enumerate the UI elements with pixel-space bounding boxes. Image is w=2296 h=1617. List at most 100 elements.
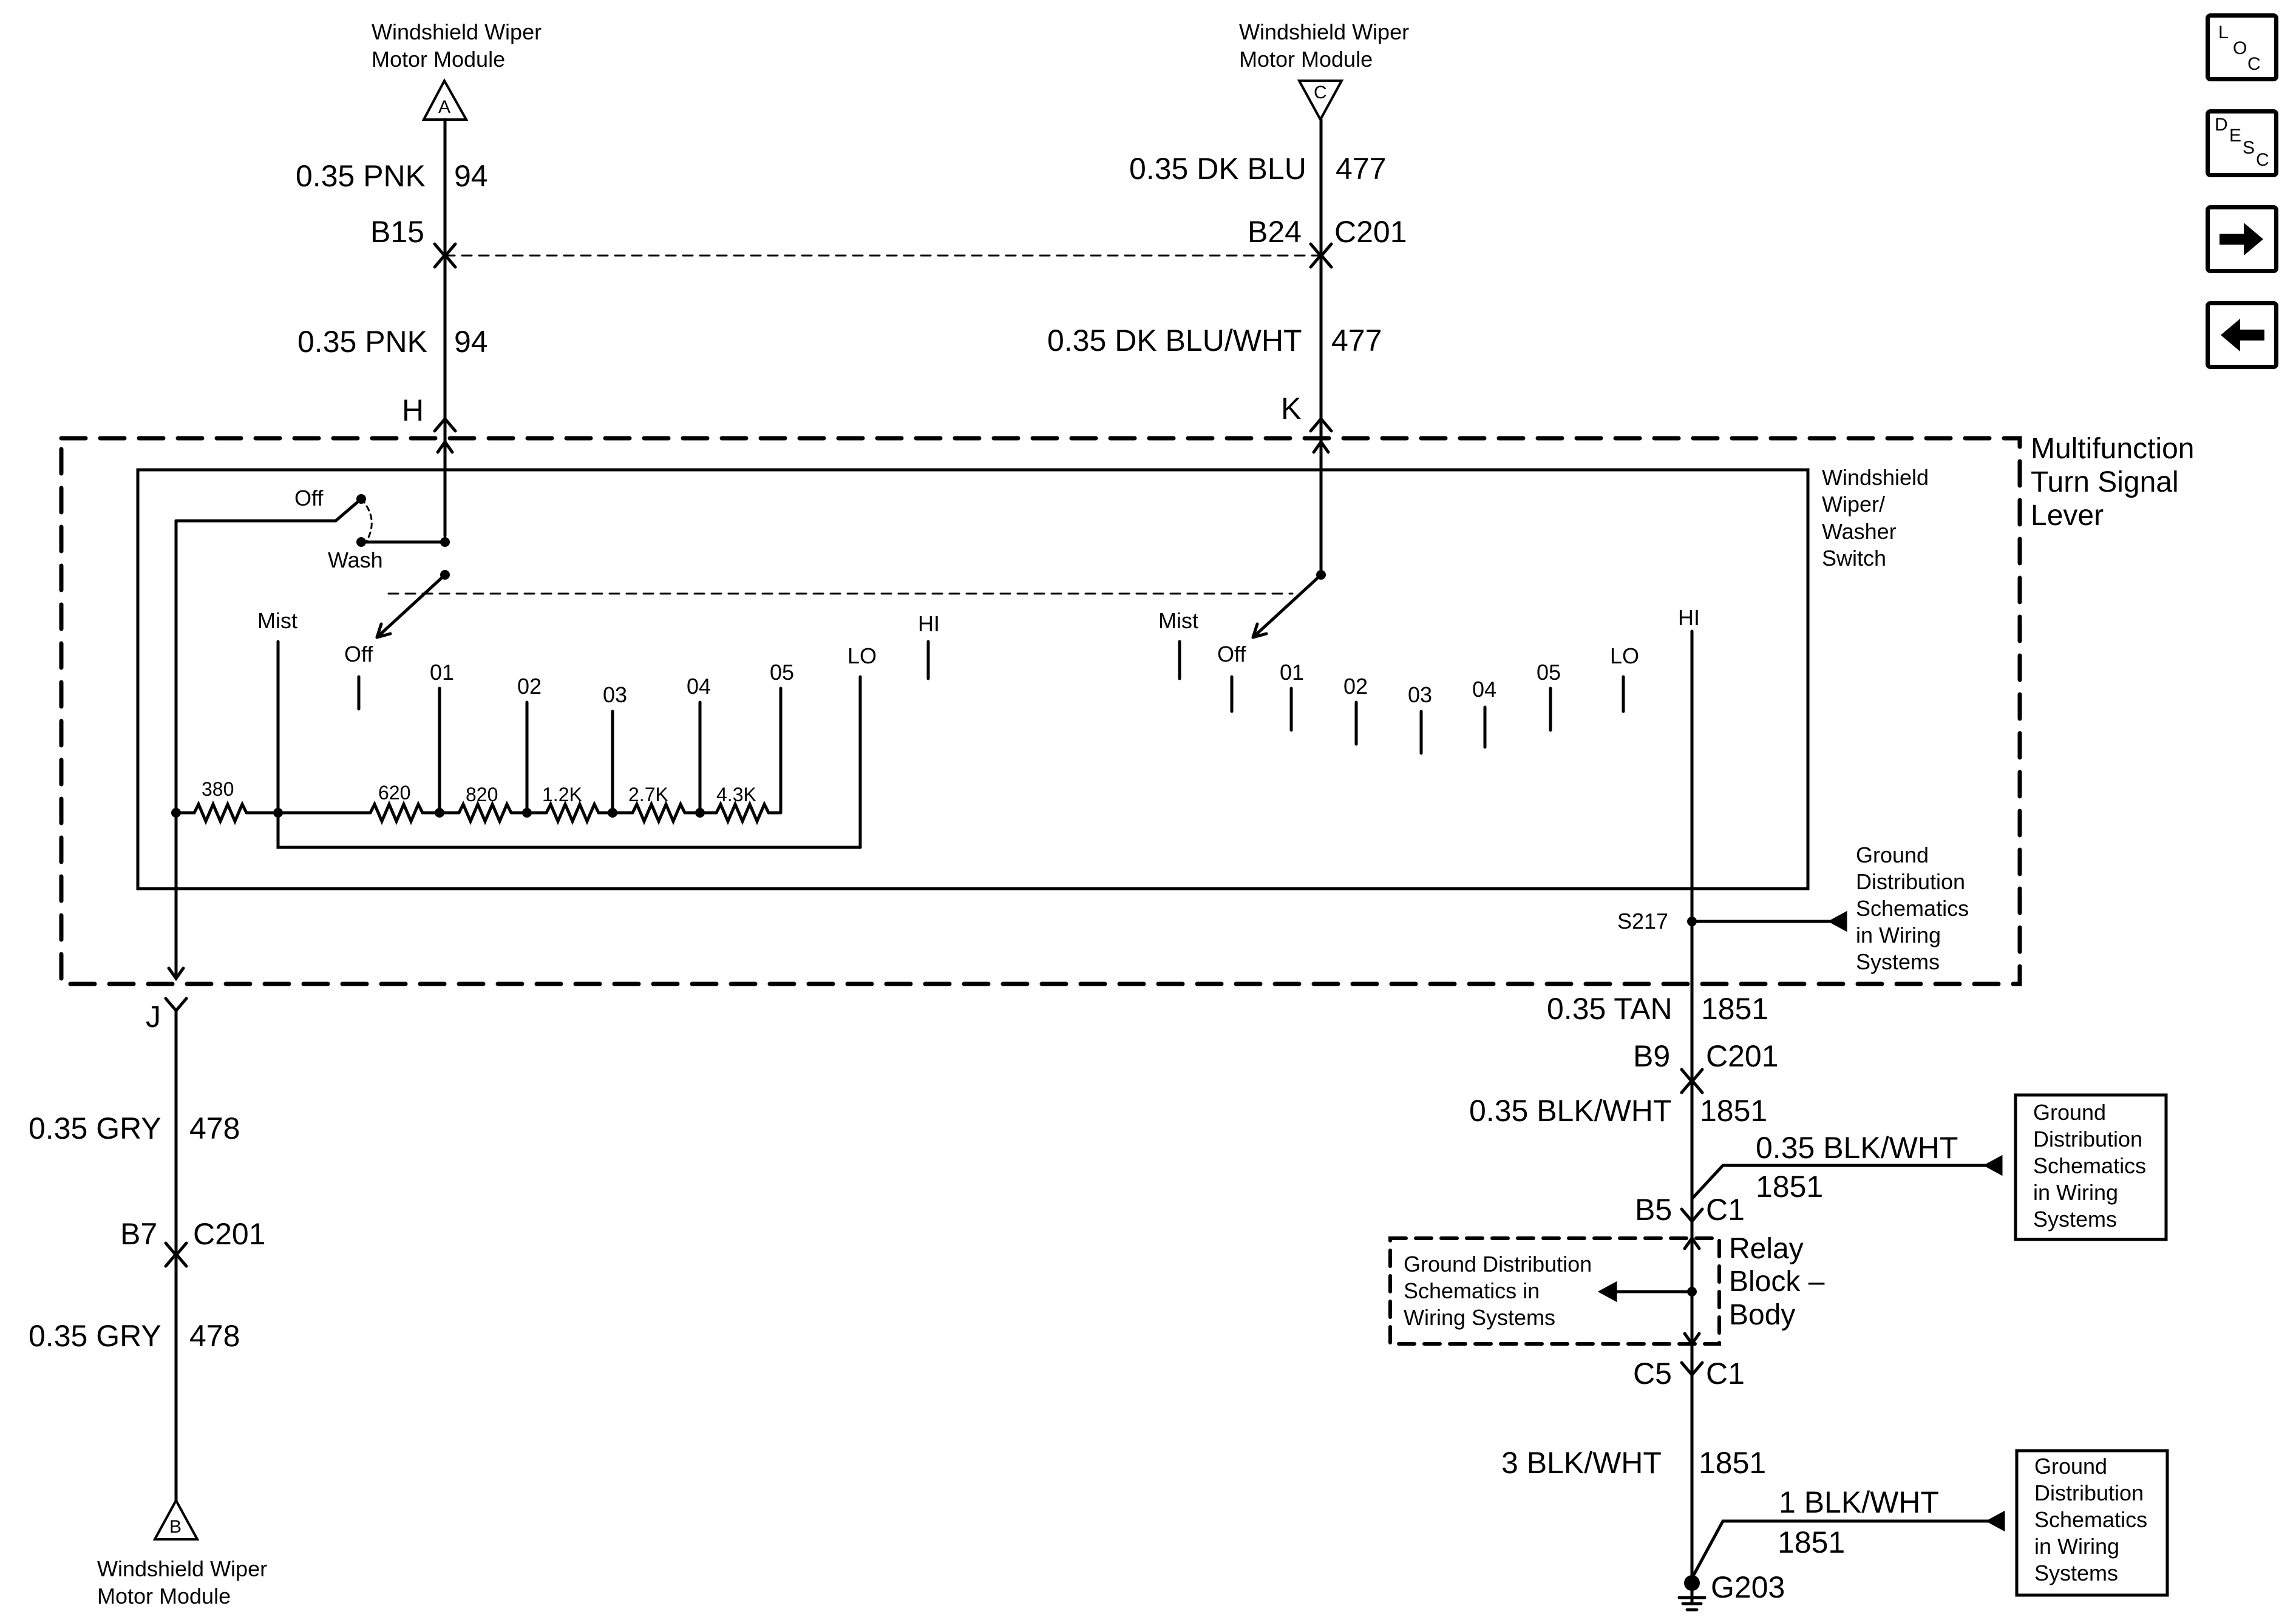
terminal-b-triangle xyxy=(152,1497,200,1541)
c1-ref-3: Schematics xyxy=(2033,1153,2146,1178)
relay-block-label-1: Relay xyxy=(1729,1233,1804,1265)
resistor-2-7k xyxy=(631,800,687,825)
switch-label-4: Switch xyxy=(1822,546,1886,571)
washer-dashed-arc xyxy=(360,498,373,543)
label-05-right: 05 xyxy=(1537,660,1561,685)
module-label-top-right-1: Windshield Wiper xyxy=(1239,19,1409,44)
marker-a: A xyxy=(438,97,450,117)
wire-ckt-pnk-top: 94 xyxy=(454,159,488,193)
connector-label-b24: B24 xyxy=(1248,215,1302,249)
resistor-label-4-3k: 4.3K xyxy=(716,784,756,805)
label-hi-left: HI xyxy=(918,611,940,636)
label-mist-left: Mist xyxy=(257,608,297,633)
arrowhead-k xyxy=(1312,439,1330,454)
wire-label-gry-top: 0.35 GRY xyxy=(29,1111,161,1145)
connector-label-b9: B9 xyxy=(1633,1039,1670,1073)
wire-ckt-pnk-bottom: 94 xyxy=(454,325,488,359)
right-wiper-blade xyxy=(1251,573,1323,639)
label-01-right: 01 xyxy=(1280,660,1304,685)
module-label-top-left-1: Windshield Wiper xyxy=(372,19,542,44)
relay-block-label-2: Block – xyxy=(1729,1266,1825,1298)
arrow-left-icon xyxy=(2221,319,2264,351)
resistor-label-820: 820 xyxy=(466,784,498,805)
resistor-label-620: 620 xyxy=(378,782,410,804)
g203-ground-ref-box xyxy=(2015,1449,2169,1597)
arrowhead-j xyxy=(167,966,185,981)
label-wash: Wash xyxy=(328,547,383,572)
multifunction-lever-boundary xyxy=(59,436,2022,986)
desc-letter-d: D xyxy=(2215,115,2228,135)
loc-letter-l: L xyxy=(2218,22,2229,42)
prev-page-button[interactable] xyxy=(2206,301,2278,369)
label-lo-right: LO xyxy=(1610,643,1639,668)
connector-label-c1-top: C1 xyxy=(1706,1193,1745,1227)
wiper-washer-switch-box xyxy=(136,468,1810,890)
arrowhead-relay-top xyxy=(1683,1235,1701,1250)
label-off-left: Off xyxy=(344,642,373,666)
desc-letter-c: C xyxy=(2256,150,2269,170)
arrowhead-h xyxy=(436,439,454,454)
wire-ckt-blkwht-1: 1851 xyxy=(1700,1094,1767,1128)
desc-letter-s: S xyxy=(2243,138,2255,158)
g203-ref-2: Distribution xyxy=(2034,1480,2144,1505)
switch-label-2: Wiper/ xyxy=(1822,492,1885,517)
wire-label-blkwht-3: 3 BLK/WHT xyxy=(1501,1446,1662,1480)
connector-label-j: J xyxy=(146,1000,161,1034)
g203-ref-1: Ground xyxy=(2034,1454,2107,1479)
lever-label-2: Turn Signal xyxy=(2031,466,2179,498)
resistor-label-1-2k: 1.2K xyxy=(542,784,582,805)
label-lo-left: LO xyxy=(847,643,877,668)
label-05-left: 05 xyxy=(770,660,794,685)
loc-button[interactable]: L O C xyxy=(2206,13,2278,81)
wire-label-pnk-top: 0.35 PNK xyxy=(296,159,426,193)
wire-label-gry-bottom: 0.35 GRY xyxy=(29,1319,161,1353)
label-03-right: 03 xyxy=(1408,682,1432,707)
module-label-bottom-2: Motor Module xyxy=(97,1584,231,1609)
wire-ckt-blkwht-4: 1851 xyxy=(1778,1525,1845,1559)
label-02-right: 02 xyxy=(1343,674,1368,699)
s217-ref-1: Ground xyxy=(1856,842,1929,867)
c1-ref-4: in Wiring xyxy=(2033,1180,2118,1205)
g203-ref-4: in Wiring xyxy=(2034,1534,2119,1559)
connector-b5 xyxy=(1680,1207,1704,1224)
wire-ckt-gry-top: 478 xyxy=(189,1111,240,1145)
relay-ref-1: Ground Distribution xyxy=(1404,1252,1592,1276)
wire-label-dkbluwht: 0.35 DK BLU/WHT xyxy=(1047,324,1302,358)
connector-label-c201-b7: C201 xyxy=(193,1217,266,1251)
s217-ref-4: in Wiring xyxy=(1856,923,1941,947)
terminal-c-triangle-outline xyxy=(1297,80,1344,123)
left-wiper-blade xyxy=(375,573,447,639)
connector-label-b7: B7 xyxy=(120,1217,157,1251)
label-04-right: 04 xyxy=(1472,677,1496,702)
c1-ground-ref-box xyxy=(2014,1093,2168,1241)
desc-button[interactable]: D E S C xyxy=(2206,109,2278,177)
wire-ckt-tan: 1851 xyxy=(1701,992,1768,1026)
switch-label-3: Washer xyxy=(1822,519,1897,544)
switch-label-1: Windshield xyxy=(1822,465,1929,490)
module-label-bottom-1: Windshield Wiper xyxy=(97,1556,267,1581)
relay-block-label-3: Body xyxy=(1729,1299,1795,1331)
g203-ref-5: Systems xyxy=(2034,1561,2118,1585)
connector-k xyxy=(1309,416,1333,433)
connector-j xyxy=(164,997,188,1013)
washer-switch-blade xyxy=(334,497,363,523)
wire-ckt-blkwht-3: 1851 xyxy=(1699,1446,1766,1480)
next-page-button[interactable] xyxy=(2206,205,2278,273)
resistor-380 xyxy=(192,800,248,825)
c1-ground-arrow xyxy=(1983,1154,2003,1176)
g203-ground-arrow xyxy=(1985,1510,2005,1532)
wire-label-blkwht-4: 1 BLK/WHT xyxy=(1779,1485,1939,1519)
connector-h xyxy=(433,416,457,433)
resistor-label-380: 380 xyxy=(202,778,234,800)
module-label-top-left-2: Motor Module xyxy=(372,47,505,72)
connector-label-c201-b9: C201 xyxy=(1706,1039,1779,1073)
lever-label-1: Multifunction xyxy=(2031,433,2194,465)
wire-ckt-blkwht-2: 1851 xyxy=(1756,1170,1823,1204)
relay-block-boundary xyxy=(1388,1236,1721,1346)
c1-ref-5: Systems xyxy=(2033,1207,2117,1232)
wire-label-tan: 0.35 TAN xyxy=(1547,992,1673,1026)
relay-ref-2: Schematics in xyxy=(1404,1278,1540,1303)
lever-label-3: Lever xyxy=(2031,500,2104,532)
connector-c5 xyxy=(1680,1361,1704,1377)
